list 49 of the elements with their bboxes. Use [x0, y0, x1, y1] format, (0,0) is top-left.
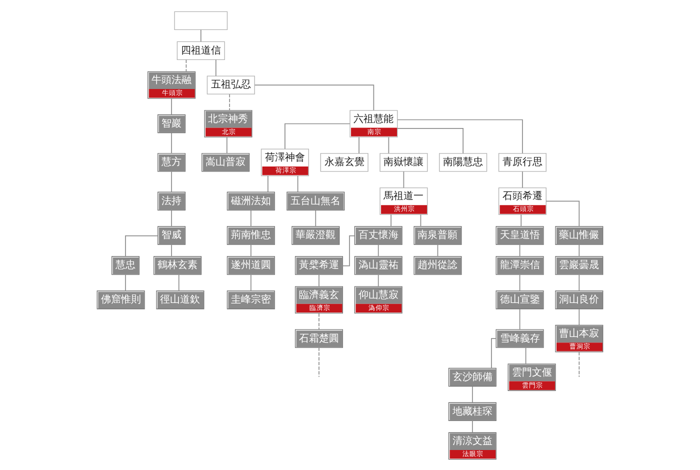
connector: [250, 274, 252, 291]
connector: [578, 244, 580, 256]
connector: [229, 93, 230, 110]
connector: [254, 84, 374, 110]
connector: [520, 214, 522, 226]
connector: [250, 209, 252, 226]
connector: [297, 175, 298, 192]
connector: [171, 98, 172, 115]
connector: [378, 274, 379, 286]
connector: [125, 234, 158, 256]
connector: [378, 244, 379, 256]
connector: [318, 346, 320, 377]
connector: [578, 274, 580, 291]
connector: [178, 274, 180, 291]
connector: [397, 118, 523, 154]
connector: [250, 244, 252, 256]
connector: [578, 308, 580, 326]
connector: [200, 28, 202, 42]
connector: [358, 136, 360, 154]
connector: [215, 58, 216, 76]
connector: [186, 58, 187, 72]
connector: [578, 351, 580, 377]
connector: [171, 209, 172, 226]
connector: [403, 170, 404, 188]
connector: [472, 385, 473, 402]
connector: [525, 346, 526, 364]
connector: [171, 132, 172, 154]
connector: [171, 244, 172, 256]
connector: [472, 420, 473, 433]
connector: [396, 127, 464, 154]
connector: [437, 244, 438, 256]
connector: [390, 214, 392, 226]
connector: [491, 338, 496, 368]
connector: [284, 122, 350, 149]
connector: [519, 308, 520, 330]
connector: [318, 274, 320, 286]
connector: [315, 209, 316, 226]
connector: [318, 312, 320, 330]
connector: [388, 136, 390, 154]
connector: [226, 136, 228, 154]
connector: [522, 170, 523, 188]
connector: [519, 274, 520, 291]
node-box: [174, 10, 228, 30]
connector: [171, 170, 172, 192]
connector: [342, 234, 355, 266]
connector: [420, 214, 422, 226]
connector: [546, 200, 580, 226]
connector: [125, 274, 126, 291]
connector: [519, 244, 520, 256]
